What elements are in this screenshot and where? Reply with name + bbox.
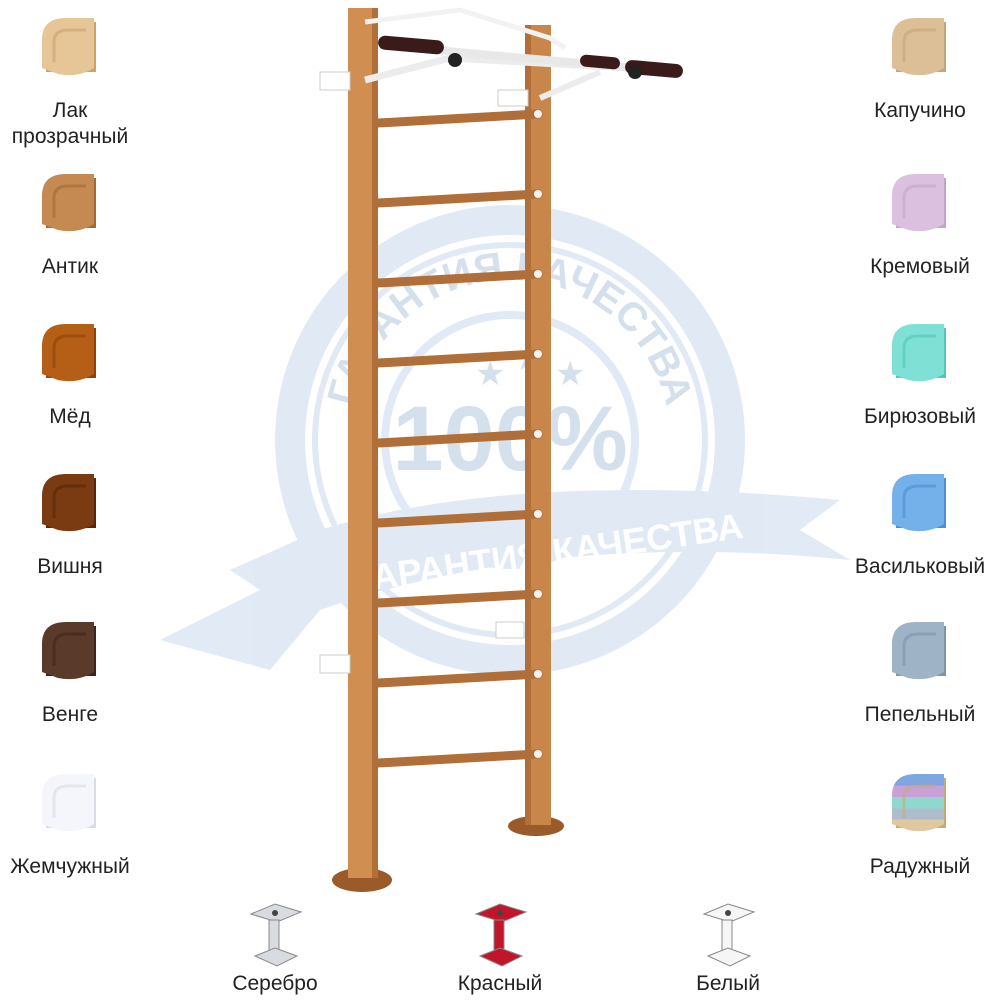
color-swatch[interactable]	[888, 320, 954, 386]
color-swatch[interactable]	[888, 470, 954, 536]
color-swatch[interactable]	[38, 770, 104, 836]
color-swatch-label: Пепельный	[864, 703, 976, 726]
mount-bracket-option[interactable]	[698, 900, 758, 970]
rung-cap	[534, 270, 542, 278]
ladder-rung	[355, 189, 543, 209]
rung-cap	[534, 190, 542, 198]
color-swatch[interactable]	[38, 320, 104, 386]
ladder-rung	[355, 669, 543, 689]
color-swatch[interactable]	[38, 14, 104, 80]
mount-bracket-option[interactable]	[470, 900, 530, 970]
mount-bracket-label: Белый	[696, 972, 760, 995]
color-swatch-label: Радужный	[869, 855, 971, 878]
color-swatch[interactable]	[888, 618, 954, 684]
color-swatch-label: Вишня	[37, 555, 103, 578]
rung-cap	[534, 750, 542, 758]
color-swatch-label: Капучино	[874, 99, 966, 122]
color-swatch-label: Лак прозрачный	[11, 99, 129, 148]
ladder-rung	[355, 429, 543, 449]
ladder-rung	[355, 109, 543, 129]
ladder-rung	[355, 749, 543, 769]
ladder-rung	[355, 269, 543, 289]
rung-cap	[534, 510, 542, 518]
color-swatch-label: Кремовый	[870, 255, 970, 278]
rung-cap	[534, 110, 542, 118]
color-swatch[interactable]	[888, 770, 954, 836]
star-icon: ★	[555, 355, 585, 393]
pull-up-bar	[364, 7, 683, 101]
mount-bracket-label: Серебро	[232, 972, 318, 995]
rung-cap	[534, 670, 542, 678]
wall-bars-product-image	[319, 7, 683, 892]
stamp-ribbon	[160, 490, 850, 670]
mount-bracket-label: Красный	[457, 972, 543, 995]
ladder-rung	[355, 349, 543, 369]
color-swatch[interactable]	[38, 470, 104, 536]
ladder-rung	[355, 509, 543, 529]
wall-bracket	[495, 621, 525, 639]
color-swatch[interactable]	[888, 170, 954, 236]
ladder-rung	[355, 589, 543, 609]
color-swatch-label: Васильковый	[854, 555, 986, 578]
color-swatch-label: Жемчужный	[10, 855, 130, 878]
rung-cap	[534, 590, 542, 598]
color-swatch-label: Антик	[41, 255, 99, 278]
color-swatch[interactable]	[38, 618, 104, 684]
color-swatch-label: Бирюзовый	[864, 405, 976, 428]
wall-bracket	[319, 71, 351, 91]
rung-cap	[534, 350, 542, 358]
ladder-rungs	[355, 109, 543, 769]
wall-bracket	[319, 654, 351, 674]
rung-cap	[534, 430, 542, 438]
color-swatch[interactable]	[888, 14, 954, 80]
color-swatch-label: Мёд	[49, 405, 91, 428]
color-swatch[interactable]	[38, 170, 104, 236]
color-swatch-label: Венге	[41, 703, 99, 726]
left-grip	[378, 35, 444, 55]
wall-bracket	[497, 89, 529, 107]
mount-bracket-option[interactable]	[245, 900, 305, 970]
